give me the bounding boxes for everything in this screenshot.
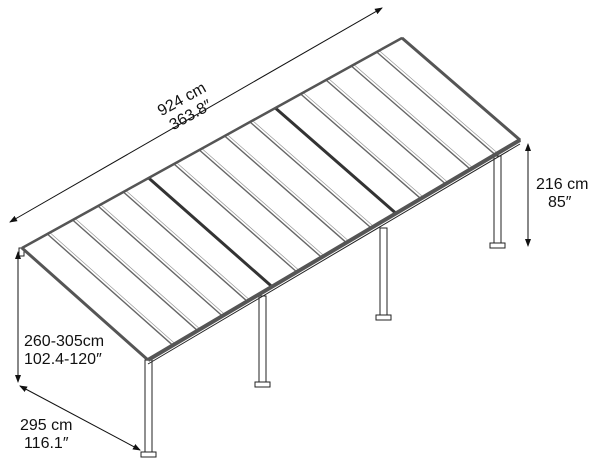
posts — [18, 155, 506, 458]
front-height-imperial: 102.4-120″ — [24, 351, 102, 368]
post-base — [489, 242, 506, 249]
post — [493, 155, 502, 247]
depth-dimension-line — [19, 385, 141, 451]
panel-rib-edge — [379, 50, 499, 154]
roof — [20, 36, 522, 365]
panel-rib-edge — [100, 204, 226, 316]
front-height-label: 260-305cm 102.4-120″ — [24, 333, 104, 369]
post — [258, 295, 267, 386]
depth-imperial: 116.1″ — [23, 435, 69, 452]
panel-rib-edge — [50, 232, 177, 345]
side-rafter-left — [21, 246, 149, 362]
panel-rib — [97, 205, 223, 317]
post — [144, 359, 153, 456]
depth-label: 295 cm 116.1″ — [20, 417, 72, 453]
panel-rib — [46, 233, 174, 346]
length-dimension-line — [9, 7, 383, 223]
panel-rib — [376, 51, 496, 156]
front-beam — [146, 138, 522, 362]
back-height-metric: 216 cm — [536, 176, 589, 193]
front-height-metric: 260-305cm — [24, 333, 105, 350]
post-base — [140, 451, 157, 458]
dimension-lines — [9, 7, 531, 451]
side-rafter-right — [401, 36, 521, 142]
roof-outline — [20, 37, 522, 361]
post-base — [375, 314, 392, 321]
panel-rib-edge — [75, 218, 201, 330]
depth-metric: 295 cm — [20, 417, 73, 434]
panel-rib — [72, 219, 199, 332]
back-height-label: 216 cm 85″ — [536, 176, 588, 212]
back-height-imperial: 85″ — [548, 194, 572, 211]
post-base — [254, 381, 271, 388]
post — [379, 227, 388, 319]
front-beam-edge — [147, 143, 521, 365]
